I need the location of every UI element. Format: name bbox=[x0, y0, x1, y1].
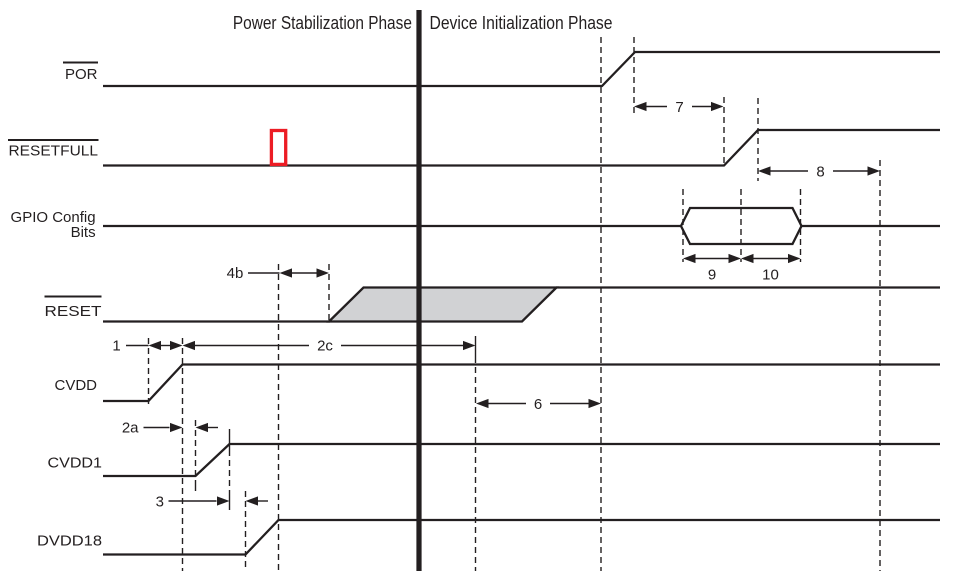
waveforms-layer bbox=[103, 50, 940, 556]
arrowhead bbox=[170, 340, 183, 351]
arrowhead bbox=[867, 166, 880, 176]
phase-label-power-stabilization: Power Stabilization Phase bbox=[233, 13, 412, 33]
dimension-label-7: 7 bbox=[675, 99, 683, 116]
dimension-label-9: 9 bbox=[708, 267, 716, 284]
signal-row-reset bbox=[103, 286, 940, 323]
arrowhead bbox=[217, 496, 230, 506]
signal-label-cvdd1: CVDD1 bbox=[48, 455, 103, 472]
phase-label-device-initialization: Device Initialization Phase bbox=[430, 13, 613, 33]
dimension-7: 7 bbox=[634, 99, 724, 116]
arrowhead bbox=[316, 268, 329, 278]
annotation-marker-layer bbox=[269, 128, 288, 167]
waveform-dvdd18 bbox=[103, 518, 940, 556]
waveform-por bbox=[103, 50, 940, 88]
arrowhead bbox=[711, 101, 724, 112]
waveform-reset bbox=[103, 286, 940, 323]
waveform-cvdd1 bbox=[103, 442, 940, 478]
dimension-3: 3 bbox=[156, 494, 268, 511]
signal-row-gpio-config-bits bbox=[103, 206, 940, 246]
signal-row-dvdd18 bbox=[103, 518, 940, 556]
dimension-1: 1 bbox=[112, 338, 183, 355]
dimension-4b: 4b bbox=[227, 265, 329, 282]
projection-lines-layer bbox=[147, 37, 881, 571]
dimension-2c: 2c bbox=[182, 338, 476, 355]
arrowhead bbox=[728, 253, 741, 264]
arrowhead bbox=[182, 340, 195, 351]
arrowhead bbox=[476, 398, 489, 409]
dimension-9: 9 bbox=[683, 253, 741, 284]
dimension-label-1: 1 bbox=[112, 338, 120, 355]
arrowhead bbox=[279, 268, 292, 278]
waveform-resetfull bbox=[103, 128, 940, 167]
dimension-10: 10 bbox=[741, 253, 801, 284]
arrowhead bbox=[148, 340, 161, 351]
reset-transition-region bbox=[326, 286, 560, 323]
dimension-label-4b: 4b bbox=[227, 265, 244, 282]
arrowhead bbox=[463, 340, 476, 351]
arrowhead bbox=[741, 253, 754, 264]
dimension-label-6: 6 bbox=[534, 396, 542, 413]
dimension-6: 6 bbox=[476, 396, 601, 413]
dimension-label-3: 3 bbox=[156, 494, 164, 511]
arrowhead bbox=[634, 101, 647, 112]
dimension-label-10: 10 bbox=[762, 267, 779, 284]
waveform-cvdd bbox=[103, 363, 940, 403]
arrowhead bbox=[788, 253, 801, 264]
signal-label-resetfull: RESETFULL bbox=[9, 143, 99, 160]
dimension-label-2c: 2c bbox=[317, 338, 333, 355]
dimension-label-8: 8 bbox=[816, 164, 824, 181]
dimension-2a: 2a bbox=[122, 420, 218, 437]
arrowhead bbox=[683, 253, 696, 264]
arrowhead bbox=[588, 398, 601, 409]
annotation-marker-red bbox=[269, 128, 288, 167]
signal-label-reset: RESET bbox=[45, 303, 102, 320]
signal-label-gpio-config-bits-line2: Bits bbox=[71, 224, 96, 241]
signal-row-resetfull bbox=[103, 128, 940, 167]
dimension-8: 8 bbox=[758, 164, 880, 181]
arrowhead bbox=[245, 496, 258, 506]
signal-row-por bbox=[103, 50, 940, 88]
signal-label-cvdd: CVDD bbox=[54, 377, 97, 394]
dimension-label-2a: 2a bbox=[122, 420, 139, 437]
arrowhead bbox=[758, 166, 771, 176]
dimension-annotations-layer: 1 2a 2c 3 4b 6 7 8 9 10 bbox=[112, 99, 880, 511]
arrowhead bbox=[170, 422, 183, 433]
signal-label-dvdd18: DVDD18 bbox=[37, 533, 102, 550]
signal-row-cvdd1 bbox=[103, 442, 940, 478]
signal-label-gpio-config-bits: GPIO Config bbox=[11, 209, 96, 226]
signal-row-cvdd bbox=[103, 363, 940, 403]
arrowhead bbox=[195, 422, 208, 433]
signal-label-por: POR bbox=[65, 66, 98, 83]
